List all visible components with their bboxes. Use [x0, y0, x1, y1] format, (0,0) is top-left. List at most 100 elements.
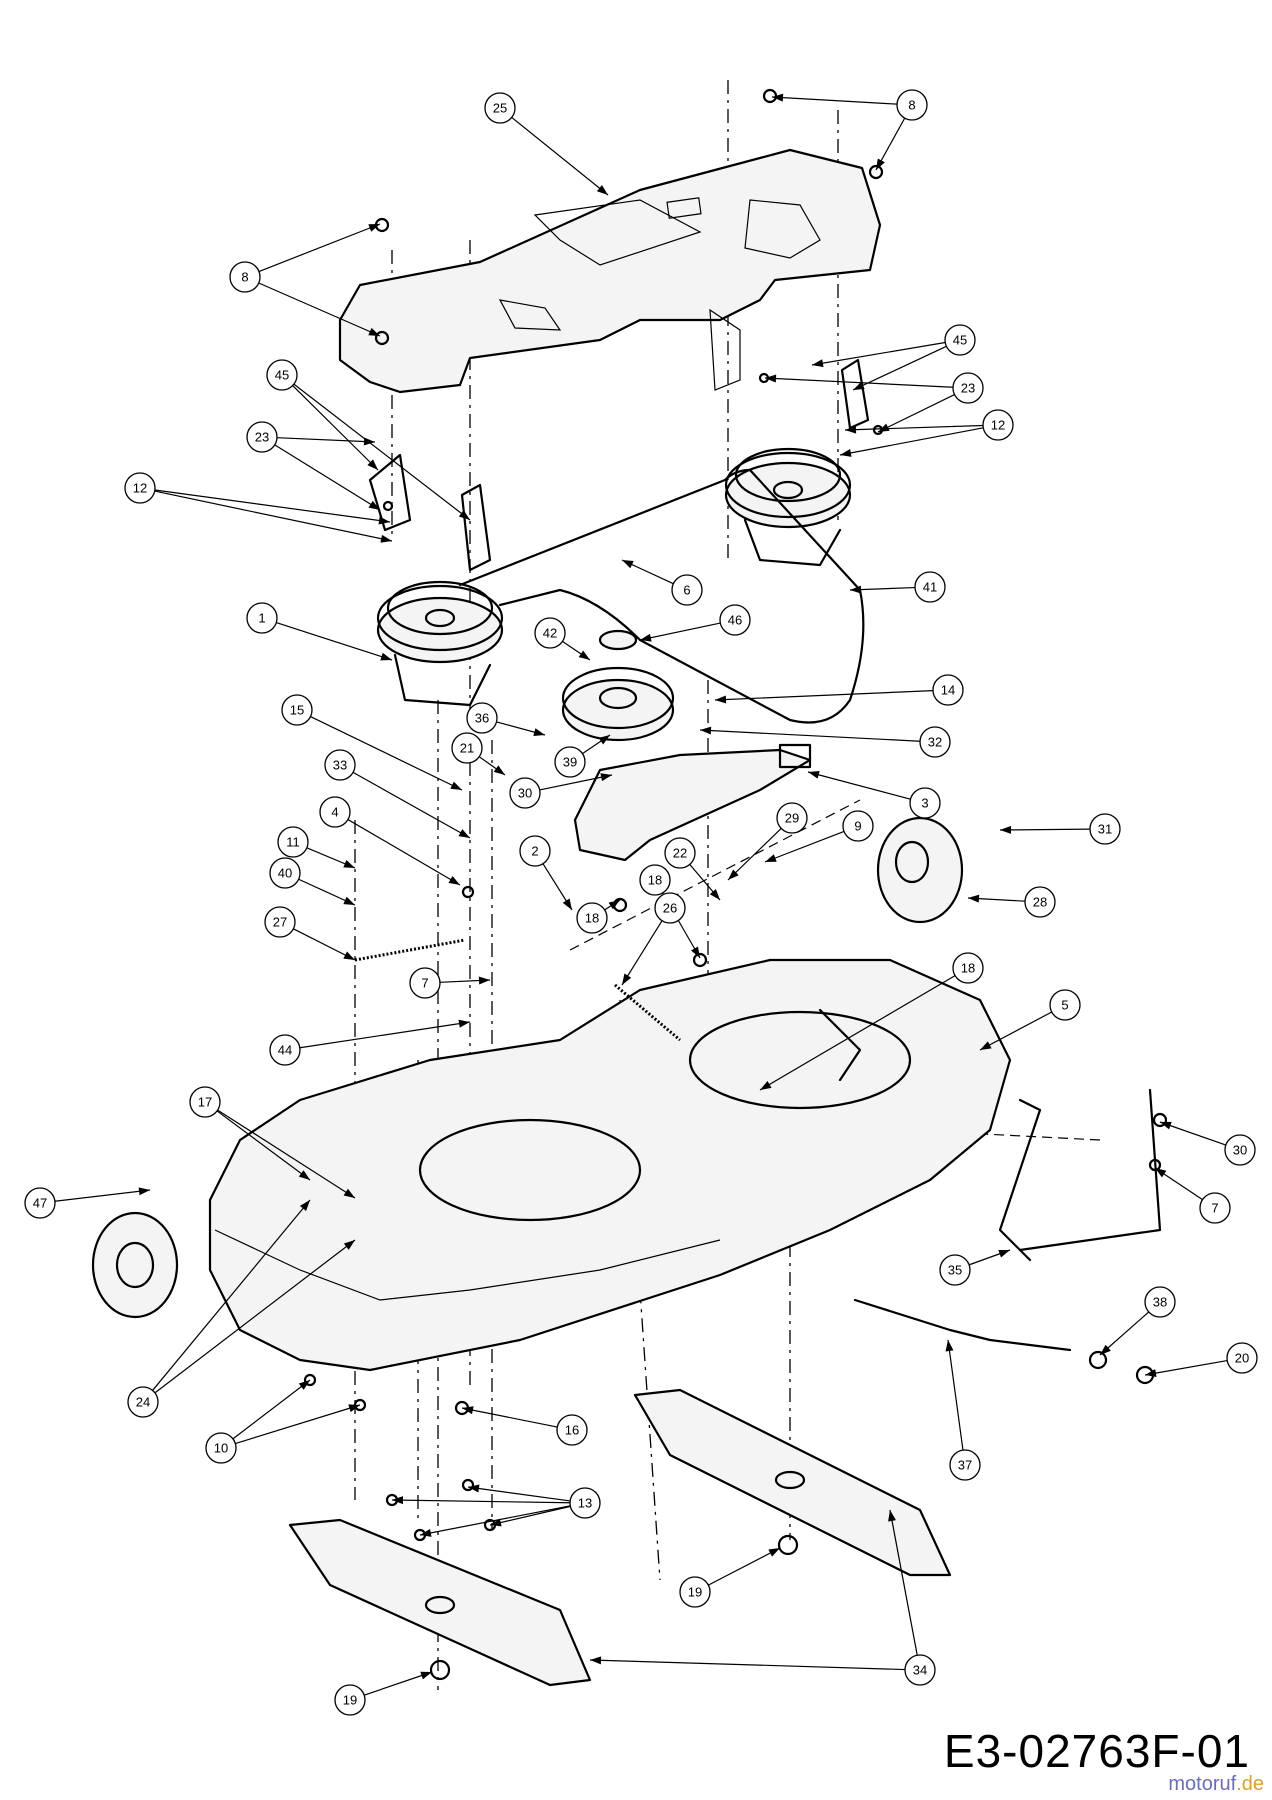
leader-line — [293, 383, 471, 521]
rods — [853, 1088, 1162, 1352]
leader-arrowhead — [493, 765, 505, 775]
callout-18: 18 — [576, 902, 608, 934]
callout-circle — [205, 1432, 237, 1464]
callout-circle — [24, 1187, 56, 1219]
callout-circle — [1144, 1286, 1176, 1318]
leader-line — [539, 774, 613, 791]
callout-number: 3 — [921, 796, 928, 811]
callout-23: 23 — [952, 372, 984, 404]
callout-30: 30 — [509, 777, 541, 809]
callout-23: 23 — [246, 421, 278, 453]
callout-number: 35 — [948, 1263, 962, 1278]
callout-number: 39 — [563, 755, 577, 770]
callout-circle — [556, 1414, 588, 1446]
leader-line — [258, 282, 381, 337]
callout-circle — [324, 749, 356, 781]
leader-line — [258, 223, 381, 273]
callout-number: 9 — [854, 819, 861, 834]
callout-40: 40 — [269, 857, 301, 889]
callout-39: 39 — [554, 746, 586, 778]
callout-circle — [639, 864, 671, 896]
leader-arrowhead — [765, 854, 777, 862]
callout-circle — [1089, 813, 1121, 845]
callout-20: 20 — [1226, 1342, 1258, 1374]
leader-line — [310, 716, 463, 791]
callout-29: 29 — [776, 802, 808, 834]
leader-arrowhead — [691, 946, 700, 958]
callout-number: 47 — [33, 1196, 47, 1211]
callout-38: 38 — [1144, 1286, 1176, 1318]
callout-number: 45 — [275, 368, 289, 383]
leader-line — [276, 622, 393, 661]
leader-arrowhead — [343, 1240, 355, 1250]
leader-arrowhead — [462, 1406, 474, 1415]
leader-arrowhead — [363, 437, 375, 446]
callout-16: 16 — [556, 1414, 588, 1446]
callout-circle — [1024, 886, 1056, 918]
leader-arrowhead — [850, 585, 862, 594]
callout-number: 32 — [928, 735, 942, 750]
callout-number: 12 — [133, 481, 147, 496]
leader-line — [274, 444, 381, 511]
leader-arrowhead — [1000, 825, 1012, 834]
leader-arrowhead — [578, 650, 590, 660]
callout-14: 14 — [932, 674, 964, 706]
callout-circle — [484, 92, 516, 124]
callout-circle — [944, 324, 976, 356]
leader-arrowhead — [1100, 1344, 1111, 1355]
callout-21: 21 — [451, 732, 483, 764]
callout-42: 42 — [534, 617, 566, 649]
callout-13: 13 — [569, 1487, 601, 1519]
leader-line — [839, 427, 984, 456]
leader-arrowhead — [343, 951, 355, 960]
callout-4: 4 — [319, 796, 351, 828]
callout-number: 28 — [1033, 895, 1047, 910]
callout-circle — [229, 261, 261, 293]
idler-pulley — [561, 629, 675, 742]
callout-number: 6 — [683, 583, 690, 598]
leader-line — [889, 1509, 918, 1656]
callout-circle — [1224, 1134, 1256, 1166]
leader-line — [999, 828, 1091, 831]
callout-circle — [679, 1576, 711, 1608]
drive-belt — [458, 468, 865, 724]
drawing-code: E3-02763F-01 — [943, 1725, 1250, 1777]
leader-arrowhead — [728, 869, 739, 880]
callout-circle — [982, 409, 1014, 441]
callout-number: 42 — [543, 626, 557, 641]
mower-deck — [208, 958, 1012, 1372]
leader-line — [708, 1547, 781, 1586]
callout-circle — [266, 359, 298, 391]
leader-arrowhead — [392, 1496, 404, 1505]
callout-circle — [904, 1654, 936, 1686]
callout-circle — [939, 1254, 971, 1286]
callout-9: 9 — [842, 810, 874, 842]
leader-arrowhead — [845, 425, 857, 434]
leader-arrowhead — [562, 898, 572, 910]
callout-number: 24 — [136, 1395, 150, 1410]
callout-number: 8 — [241, 270, 248, 285]
callout-number: 31 — [1098, 822, 1112, 837]
callout-number: 30 — [1233, 1143, 1247, 1158]
callout-15: 15 — [281, 694, 313, 726]
callout-number: 46 — [728, 613, 742, 628]
pulley-left — [376, 580, 504, 707]
callout-47: 47 — [24, 1187, 56, 1219]
callout-circle — [932, 674, 964, 706]
leader-lines — [54, 93, 1228, 1696]
leader-line — [352, 771, 471, 839]
callout-number: 18 — [961, 961, 975, 976]
callout-circle — [277, 826, 309, 858]
leader-arrowhead — [622, 973, 632, 985]
callout-number: 33 — [333, 758, 347, 773]
leader-line — [364, 1671, 433, 1696]
callout-18: 18 — [639, 864, 671, 896]
leader-arrowhead — [299, 1200, 310, 1212]
leader-line — [276, 437, 376, 443]
leader-line — [979, 1011, 1053, 1051]
callout-circle — [519, 835, 551, 867]
callout-circle — [127, 1386, 159, 1418]
callout-26: 26 — [654, 892, 686, 924]
leader-arrowhead — [600, 773, 612, 782]
callout-33: 33 — [324, 749, 356, 781]
